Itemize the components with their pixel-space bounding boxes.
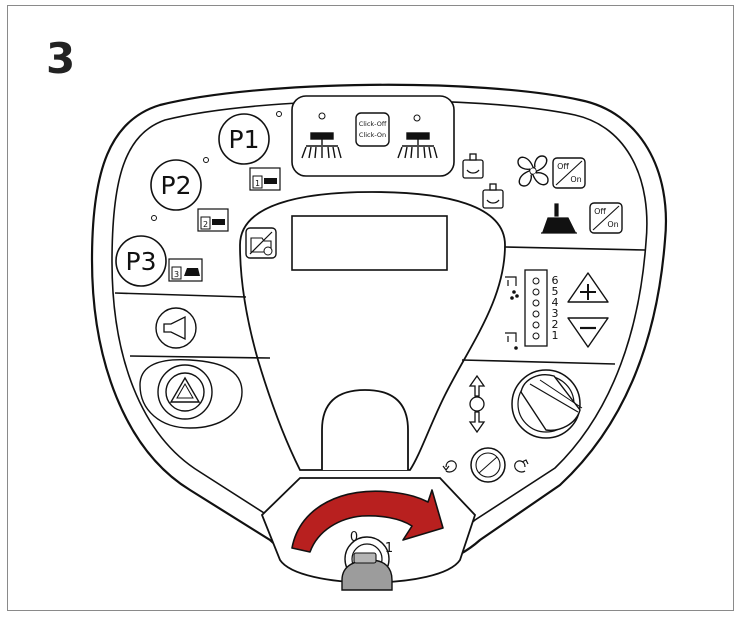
side-brush-icon [541, 203, 577, 234]
horn-button[interactable] [155, 307, 197, 349]
svg-text:On: On [607, 220, 618, 229]
hazard-triangle-icon [169, 376, 201, 403]
right-divider-top [504, 246, 646, 251]
rotate-left-icon [442, 460, 457, 473]
brush-lift-icon [468, 374, 486, 434]
ignition-switch[interactable] [341, 536, 393, 591]
svg-text:2: 2 [552, 318, 559, 331]
hazard-button[interactable] [139, 358, 243, 429]
preset-badge-2: 2 [197, 208, 229, 232]
preset-badge-1: 1 [249, 167, 281, 191]
water-level-scale [524, 269, 548, 347]
svg-text:P1: P1 [229, 125, 260, 154]
svg-text:3: 3 [174, 270, 179, 279]
lcd-display [291, 215, 448, 271]
preset-button-p3[interactable]: P3 [115, 235, 167, 287]
svg-text:1: 1 [552, 329, 559, 342]
svg-text:6: 6 [552, 274, 559, 287]
speed-dial-knob[interactable] [470, 447, 506, 483]
water-decrease-button[interactable] [567, 317, 609, 348]
main-selector-knob[interactable] [511, 369, 583, 439]
water-level-labels: 6 5 4 3 2 1 [552, 274, 559, 342]
svg-text:1: 1 [255, 179, 260, 188]
vacuum-fan-icon [517, 155, 549, 187]
detergent-tank-icon [462, 153, 484, 179]
left-divider-top [114, 292, 247, 298]
svg-text:Click-Off: Click-Off [359, 120, 387, 128]
svg-text:5: 5 [552, 285, 559, 298]
preset-button-p2[interactable]: P2 [150, 159, 202, 211]
preset-button-p1[interactable]: P1 [218, 113, 270, 165]
key-position-on-label: 1 [385, 541, 393, 556]
svg-text:P3: P3 [126, 247, 157, 276]
svg-text:3: 3 [552, 307, 559, 320]
brush-up-icon [397, 132, 438, 159]
svg-text:Click-On: Click-On [359, 131, 386, 139]
right-divider-bottom [461, 359, 616, 365]
tank-timer-button[interactable] [245, 227, 277, 259]
turn-key-arrow [291, 489, 444, 553]
water-increase-button[interactable] [567, 272, 609, 303]
figure-frame [7, 5, 734, 611]
vacuum-off-on-button[interactable]: Off On [552, 157, 586, 189]
water-min-icon [505, 332, 518, 350]
svg-text:2: 2 [203, 220, 208, 229]
preset-badge-3: 3 [168, 258, 203, 282]
svg-text:4: 4 [552, 296, 559, 309]
svg-text:On: On [570, 175, 581, 184]
detergent-dispense-icon [482, 183, 504, 209]
svg-text:Off: Off [594, 207, 606, 216]
side-brush-off-on-button[interactable]: Off On [589, 202, 623, 234]
click-toggle-button[interactable]: Click-Off Click-On [355, 112, 390, 147]
left-divider-bottom [129, 355, 271, 359]
svg-text:Off: Off [557, 162, 569, 171]
rotate-right-icon [514, 459, 529, 473]
brush-down-icon [301, 132, 342, 159]
svg-text:P2: P2 [161, 171, 192, 200]
water-level-leds [532, 277, 540, 340]
water-max-icon [505, 276, 519, 300]
key-position-off-label: 0 [350, 530, 358, 545]
handle-cutout [321, 389, 409, 470]
panel-inner-outline [111, 99, 648, 552]
step-number: 3 [46, 34, 76, 83]
ignition-key [341, 559, 393, 591]
